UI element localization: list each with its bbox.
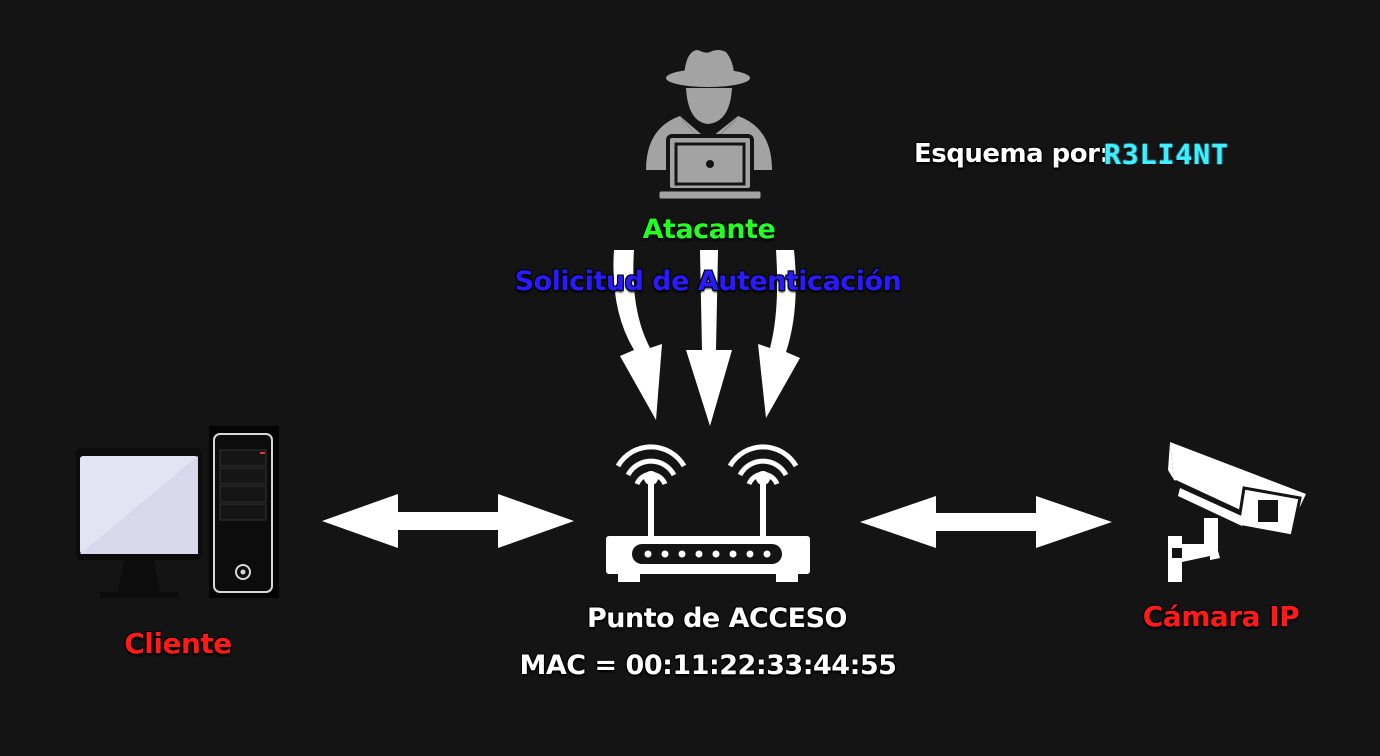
credit-author: R3LI4NT xyxy=(1104,138,1230,171)
double-arrow-left xyxy=(322,494,574,548)
attack-arrow-left xyxy=(613,250,662,420)
auth-request-label: Solicitud de Autenticación xyxy=(514,266,902,297)
computer-icon xyxy=(76,426,279,598)
client-label: Cliente xyxy=(124,627,232,660)
credit-label: Esquema por: xyxy=(914,139,1110,169)
access-point-label: Punto de ACCESO xyxy=(587,603,848,634)
double-arrow-right xyxy=(860,496,1112,548)
attack-arrows xyxy=(613,250,800,426)
attack-arrow-right xyxy=(758,250,800,418)
security-camera-icon xyxy=(1168,442,1306,582)
attacker-label: Atacante xyxy=(642,214,776,245)
router-icon xyxy=(606,444,810,582)
hacker-icon xyxy=(646,50,772,202)
access-point-mac: MAC = 00:11:22:33:44:55 xyxy=(519,650,897,681)
camera-label: Cámara IP xyxy=(1142,600,1300,633)
attack-arrow-middle xyxy=(686,250,732,426)
